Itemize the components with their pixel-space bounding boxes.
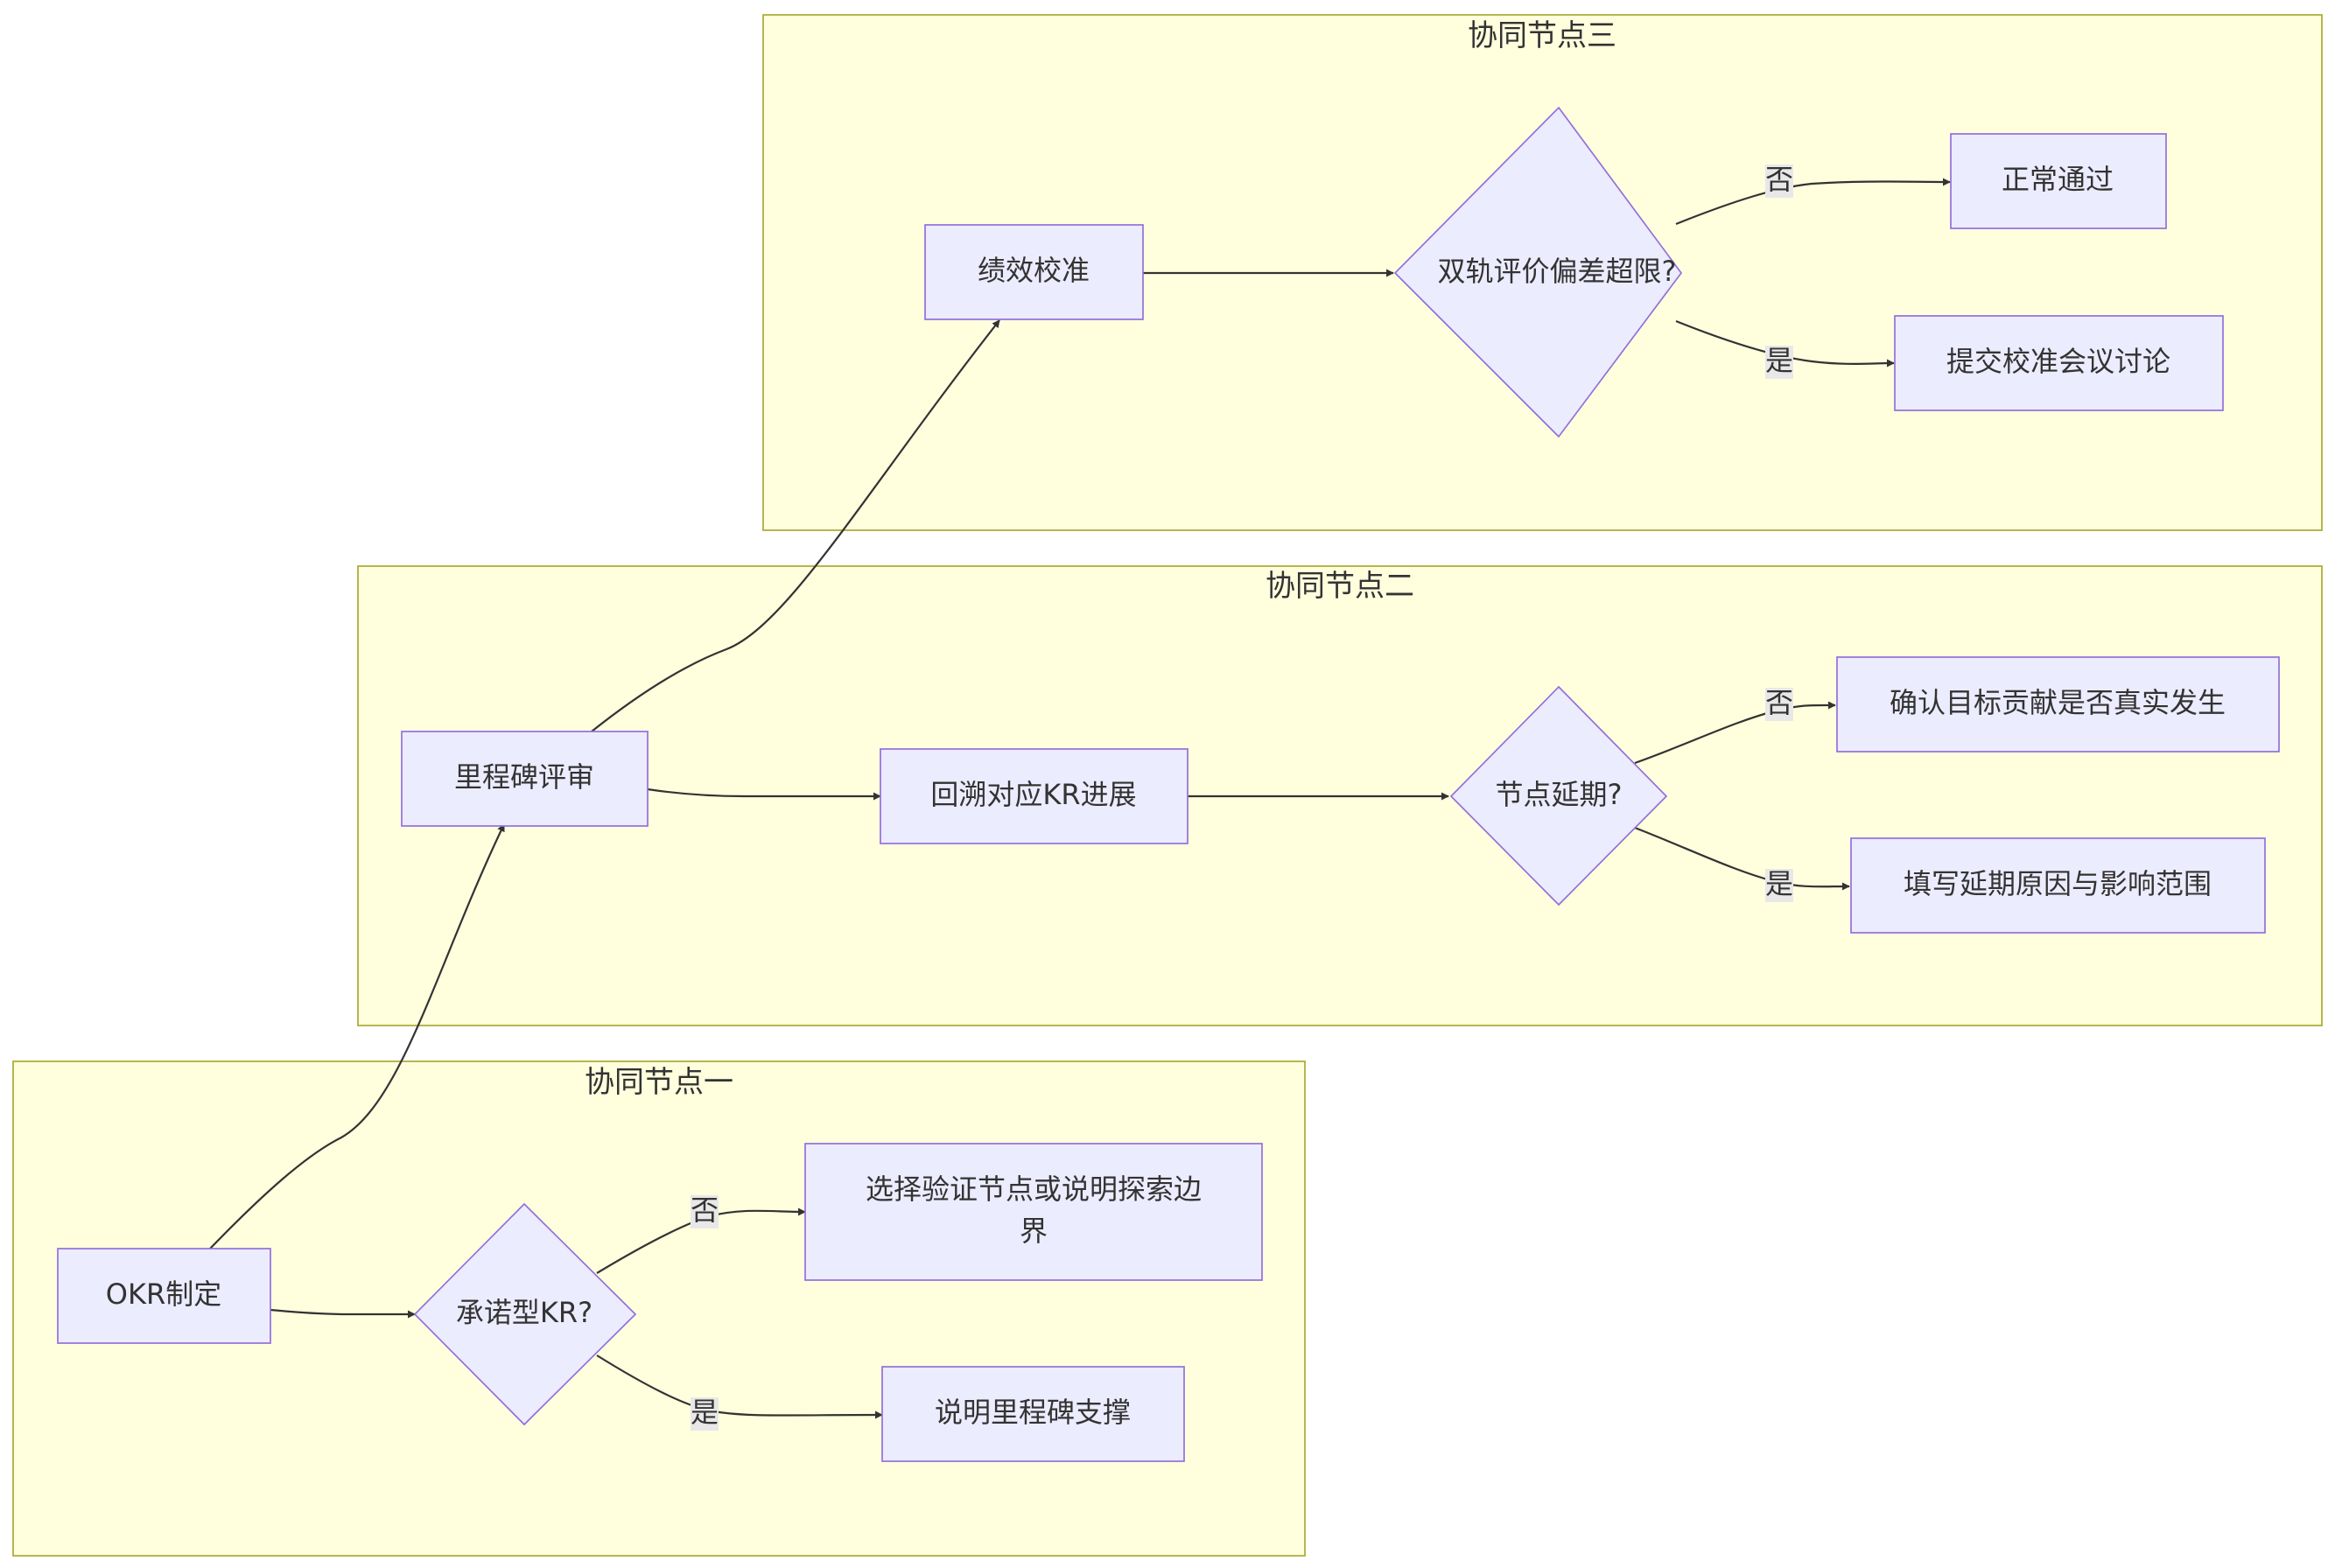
svg-text:确认目标贡献是否真实发生: 确认目标贡献是否真实发生 [1890,686,2226,719]
node-milestone-review[interactable]: 里程碑评审 [401,731,649,827]
svg-text:OKR制定: OKR制定 [106,1278,221,1311]
edge-label-yes: 是 [1765,344,1793,379]
edge-label-no: 否 [1765,686,1793,721]
node-confirm-goal-contribution[interactable]: 确认目标贡献是否真实发生 [1836,656,2280,752]
svg-text:提交校准会议讨论: 提交校准会议讨论 [1946,345,2170,378]
edge-label-no: 否 [1765,163,1793,198]
svg-text:否: 否 [1765,163,1793,196]
node-normal-pass[interactable]: 正常通过 [1950,133,2167,229]
svg-text:里程碑评审: 里程碑评审 [454,760,594,794]
edge-labels: 否 是 否 是 否 是 [691,163,1793,1431]
edge-dual-decision-no-to-normal-pass [1675,178,1951,226]
cluster-title-1: 协同节点一 [585,1065,733,1100]
edge-label-no: 否 [691,1194,719,1228]
node-submit-calibration-meeting[interactable]: 提交校准会议讨论 [1894,315,2224,411]
node-okr-definition[interactable]: OKR制定 [57,1248,271,1344]
svg-text:承诺型KR?: 承诺型KR? [456,1296,593,1329]
edge-milestone-review-to-perf-calibration [591,319,1000,732]
node-performance-calibration[interactable]: 绩效校准 [924,224,1144,320]
svg-text:是: 是 [1765,344,1793,377]
svg-text:节点延期?: 节点延期? [1496,778,1623,811]
edge-delay-decision-no-to-confirm [1634,701,1836,765]
svg-text:双轨评价偏差超限?: 双轨评价偏差超限? [1438,255,1677,288]
svg-text:说明里程碑支撑: 说明里程碑支撑 [935,1396,1131,1429]
svg-text:选择验证节点或说明探索边: 选择验证节点或说明探索边 [866,1172,1202,1206]
decision-node-delayed[interactable]: 节点延期? [1449,685,1668,906]
decision-committed-kr[interactable]: 承诺型KR? [413,1202,637,1426]
svg-text:是: 是 [1765,867,1793,900]
svg-text:否: 否 [1765,686,1793,719]
edge-label-yes: 是 [691,1396,719,1431]
edge-label-yes: 是 [1765,867,1793,902]
cluster-title-3: 协同节点三 [1468,18,1616,53]
edge-okr-to-kr-decision [270,1308,416,1319]
edge-milestone-review-to-trace-kr [647,788,881,801]
node-trace-kr-progress[interactable]: 回溯对应KR进展 [880,748,1189,844]
node-select-validation-node[interactable]: 选择验证节点或说明探索边 界 [804,1143,1263,1281]
svg-text:是: 是 [691,1396,719,1429]
node-fill-delay-reason[interactable]: 填写延期原因与影响范围 [1850,837,2266,934]
cluster-title-2: 协同节点二 [1266,569,1414,604]
svg-text:填写延期原因与影响范围: 填写延期原因与影响范围 [1904,867,2212,900]
svg-text:回溯对应KR进展: 回溯对应KR进展 [930,778,1136,811]
decision-dual-track-deviation[interactable]: 双轨评价偏差超限? [1393,106,1683,438]
svg-text:绩效校准: 绩效校准 [978,254,1090,287]
edge-okr-to-milestone-review [209,823,505,1250]
svg-text:否: 否 [691,1194,719,1227]
edge-dual-decision-yes-to-submit-meeting [1675,319,1895,368]
svg-text:正常通过: 正常通过 [2002,163,2114,196]
node-explain-milestone-support[interactable]: 说明里程碑支撑 [881,1366,1185,1462]
svg-text:界: 界 [1020,1214,1048,1248]
